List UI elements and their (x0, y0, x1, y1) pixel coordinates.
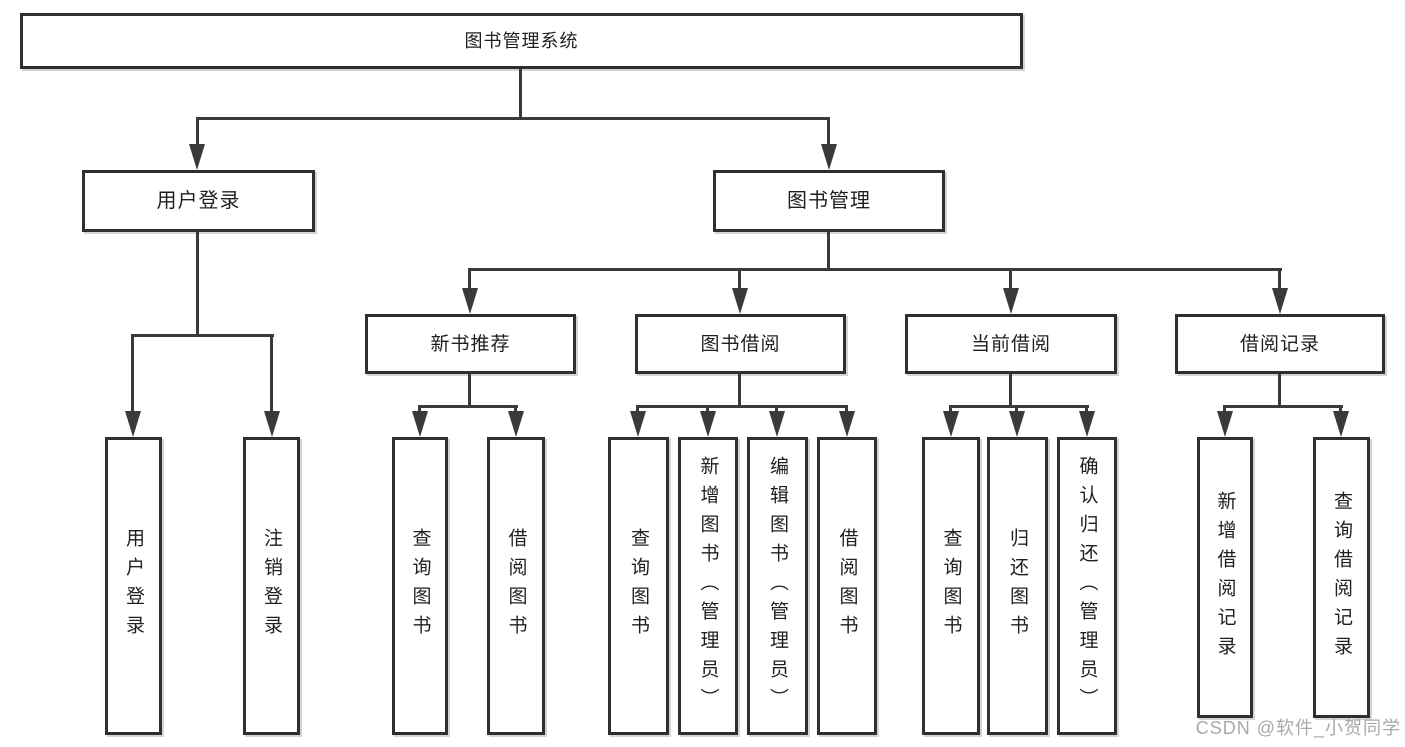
arrow-head (508, 411, 524, 437)
node-current-borrow-label: 当前借阅 (970, 333, 1051, 355)
connector-line (845, 405, 848, 415)
connector-line (1009, 268, 1012, 293)
connector-line (1278, 374, 1281, 408)
leaf-borrow-query-books: 查询图书 (608, 437, 669, 735)
leaf-borrow-query-books-label: 查询图书 (628, 528, 649, 644)
leaf-recommend-query-books: 查询图书 (392, 437, 448, 735)
node-current-borrow: 当前借阅 (905, 314, 1117, 374)
leaf-recommend-borrow-books-label: 借阅图书 (505, 528, 527, 644)
connector-line (1223, 405, 1226, 415)
leaf-logout: 注销登录 (243, 437, 300, 735)
arrow-head (769, 411, 785, 437)
leaf-current-return-books-label: 归还图书 (1007, 528, 1028, 644)
leaf-record-add: 新增借阅记录 (1197, 437, 1253, 718)
leaf-current-return-books: 归还图书 (987, 437, 1048, 735)
arrow-head (1079, 411, 1095, 437)
leaf-borrow-add-books-admin-label: 新增图书（管理员） (697, 455, 719, 717)
arrow-head (1272, 288, 1288, 314)
connector-line (468, 374, 471, 408)
connector-line (519, 69, 522, 119)
connector-line (196, 232, 199, 337)
arrow-head (1009, 411, 1025, 437)
leaf-current-query-books: 查询图书 (922, 437, 980, 735)
connector-line (131, 334, 274, 337)
arrow-head (412, 411, 428, 437)
arrow-head (189, 144, 205, 170)
node-book-borrow-label: 图书借阅 (700, 333, 781, 355)
node-new-book-recommend-label: 新书推荐 (430, 333, 511, 355)
connector-line (196, 117, 830, 120)
connector-line (514, 405, 517, 415)
leaf-borrow-borrow-books-label: 借阅图书 (836, 528, 858, 644)
connector-line (418, 405, 421, 415)
node-library-system: 图书管理系统 (20, 13, 1023, 69)
connector-line (775, 405, 778, 415)
arrow-head (839, 411, 855, 437)
csdn-watermark: CSDN @软件_小贺同学 (1195, 718, 1401, 738)
arrow-head (732, 288, 748, 314)
arrow-head (1217, 411, 1233, 437)
node-borrow-record: 借阅记录 (1175, 314, 1385, 374)
leaf-borrow-edit-books-admin-label: 编辑图书（管理员） (767, 455, 788, 717)
connector-line (468, 268, 1282, 271)
connector-line (1009, 374, 1012, 408)
connector-line (1085, 405, 1088, 415)
leaf-recommend-borrow-books: 借阅图书 (487, 437, 545, 735)
leaf-record-query: 查询借阅记录 (1313, 437, 1370, 718)
node-book-management: 图书管理 (713, 170, 945, 232)
node-user-login: 用户登录 (82, 170, 315, 232)
arrow-head (943, 411, 959, 437)
connector-line (1015, 405, 1018, 415)
connector-line (468, 268, 471, 293)
leaf-borrow-edit-books-admin: 编辑图书（管理员） (747, 437, 808, 735)
leaf-record-query-label: 查询借阅记录 (1331, 490, 1352, 665)
leaf-user-login-label: 用户登录 (123, 528, 144, 644)
connector-line (418, 405, 518, 408)
arrow-head (700, 411, 716, 437)
arrow-head (821, 144, 837, 170)
leaf-current-confirm-return-admin: 确认归还（管理员） (1057, 437, 1117, 735)
node-borrow-record-label: 借阅记录 (1239, 333, 1320, 355)
leaf-user-login: 用户登录 (105, 437, 162, 735)
node-library-system-label: 图书管理系统 (464, 31, 579, 51)
connector-line (131, 334, 134, 416)
connector-line (827, 117, 830, 147)
leaf-recommend-query-books-label: 查询图书 (409, 528, 431, 644)
connector-line (949, 405, 952, 415)
connector-line (636, 405, 848, 408)
leaf-current-query-books-label: 查询图书 (940, 528, 962, 644)
leaf-borrow-borrow-books: 借阅图书 (817, 437, 877, 735)
connector-line (738, 374, 741, 408)
arrow-head (630, 411, 646, 437)
connector-line (706, 405, 709, 415)
arrow-head (264, 411, 280, 437)
arrow-head (125, 411, 141, 437)
arrow-head (462, 288, 478, 314)
node-book-borrow: 图书借阅 (635, 314, 846, 374)
connector-line (738, 268, 741, 293)
arrow-head (1333, 411, 1349, 437)
connector-line (1223, 405, 1343, 408)
node-user-login-label: 用户登录 (156, 190, 241, 212)
connector-line (1278, 268, 1281, 293)
connector-line (1339, 405, 1342, 415)
node-book-management-label: 图书管理 (787, 190, 871, 212)
leaf-record-add-label: 新增借阅记录 (1214, 490, 1236, 665)
connector-line (949, 405, 1089, 408)
arrow-head (1003, 288, 1019, 314)
leaf-current-confirm-return-admin-label: 确认归还（管理员） (1076, 455, 1098, 717)
leaf-logout-label: 注销登录 (261, 528, 282, 644)
connector-line (636, 405, 639, 415)
leaf-borrow-add-books-admin: 新增图书（管理员） (678, 437, 738, 735)
connector-line (270, 334, 273, 416)
connector-line (196, 117, 199, 147)
node-new-book-recommend: 新书推荐 (365, 314, 576, 374)
connector-line (827, 232, 830, 271)
